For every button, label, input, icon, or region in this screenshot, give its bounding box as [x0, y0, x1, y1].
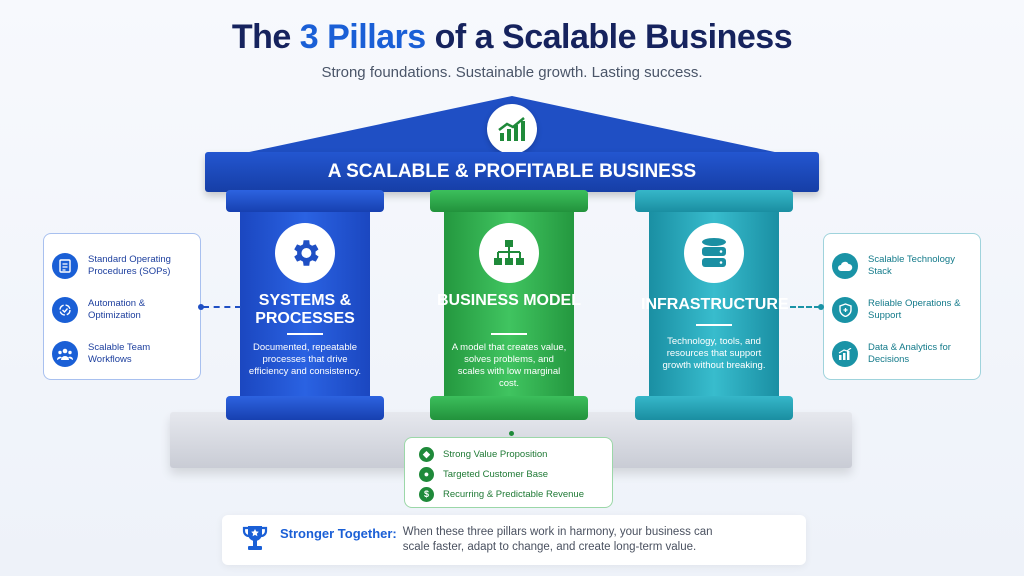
- cloud-icon: [832, 253, 858, 279]
- bar-chart-icon: [832, 341, 858, 367]
- roof-label: A SCALABLE & PROFITABLE BUSINESS: [205, 152, 819, 192]
- trophy-icon: [242, 524, 268, 557]
- systems-details-box: Standard Operating Procedures (SOPs) Aut…: [43, 233, 201, 380]
- pillar-description: Technology, tools, and resources that su…: [662, 336, 766, 371]
- list-item: Data & Analytics for Decisions: [832, 332, 972, 376]
- growth-chart-icon: [487, 104, 537, 154]
- list-item: ◆Strong Value Proposition: [419, 444, 598, 464]
- footer-callout: Stronger Together: When these three pill…: [222, 515, 806, 565]
- infrastructure-details-box: Scalable Technology Stack Reliable Opera…: [823, 233, 981, 380]
- footer-text: When these three pillars work in harmony…: [402, 526, 713, 553]
- footer-heading: Stronger Together:: [280, 526, 397, 541]
- gear-icon: [275, 223, 335, 283]
- list-item: Scalable Technology Stack: [832, 244, 972, 288]
- users-icon: ●: [419, 466, 434, 482]
- pillar-description: Documented, repeatable processes that dr…: [248, 342, 362, 377]
- business-model-details-box: ◆Strong Value Proposition ●Targeted Cust…: [404, 437, 613, 508]
- shield-icon: [832, 297, 858, 323]
- pillar-title: INFRASTRUCTURE: [641, 296, 789, 313]
- pillar-infrastructure: INFRASTRUCTURE Technology, tools, and re…: [635, 190, 793, 430]
- clipboard-checklist-icon: [52, 253, 78, 279]
- hierarchy-icon: [479, 223, 539, 283]
- pillar-title: BUSINESS MODEL: [436, 292, 581, 309]
- list-item: Automation & Optimization: [52, 288, 192, 332]
- pillar-title: SYSTEMS & PROCESSES: [255, 292, 355, 327]
- database-icon: [684, 223, 744, 283]
- list-item: $Recurring & Predictable Revenue: [419, 484, 598, 504]
- list-item: Reliable Operations & Support: [832, 288, 972, 332]
- list-item: ●Targeted Customer Base: [419, 464, 598, 484]
- dollar-icon: $: [419, 486, 434, 502]
- subtitle: Strong foundations. Sustainable growth. …: [321, 64, 703, 81]
- pillar-description: A model that creates value, solves probl…: [451, 342, 567, 389]
- page-title: The 3 Pillars of a Scalable Business: [231, 18, 793, 56]
- pillar-business-model: BUSINESS MODEL A model that creates valu…: [430, 190, 588, 430]
- pillar-systems: SYSTEMS & PROCESSES Documented, repeatab…: [226, 190, 384, 430]
- connector: [203, 306, 241, 308]
- team-icon: [52, 341, 78, 367]
- connector: [790, 306, 820, 308]
- list-item: Standard Operating Procedures (SOPs): [52, 244, 192, 288]
- tag-icon: ◆: [419, 446, 434, 462]
- list-item: Scalable Team Workflows: [52, 332, 192, 376]
- refresh-check-icon: [52, 297, 78, 323]
